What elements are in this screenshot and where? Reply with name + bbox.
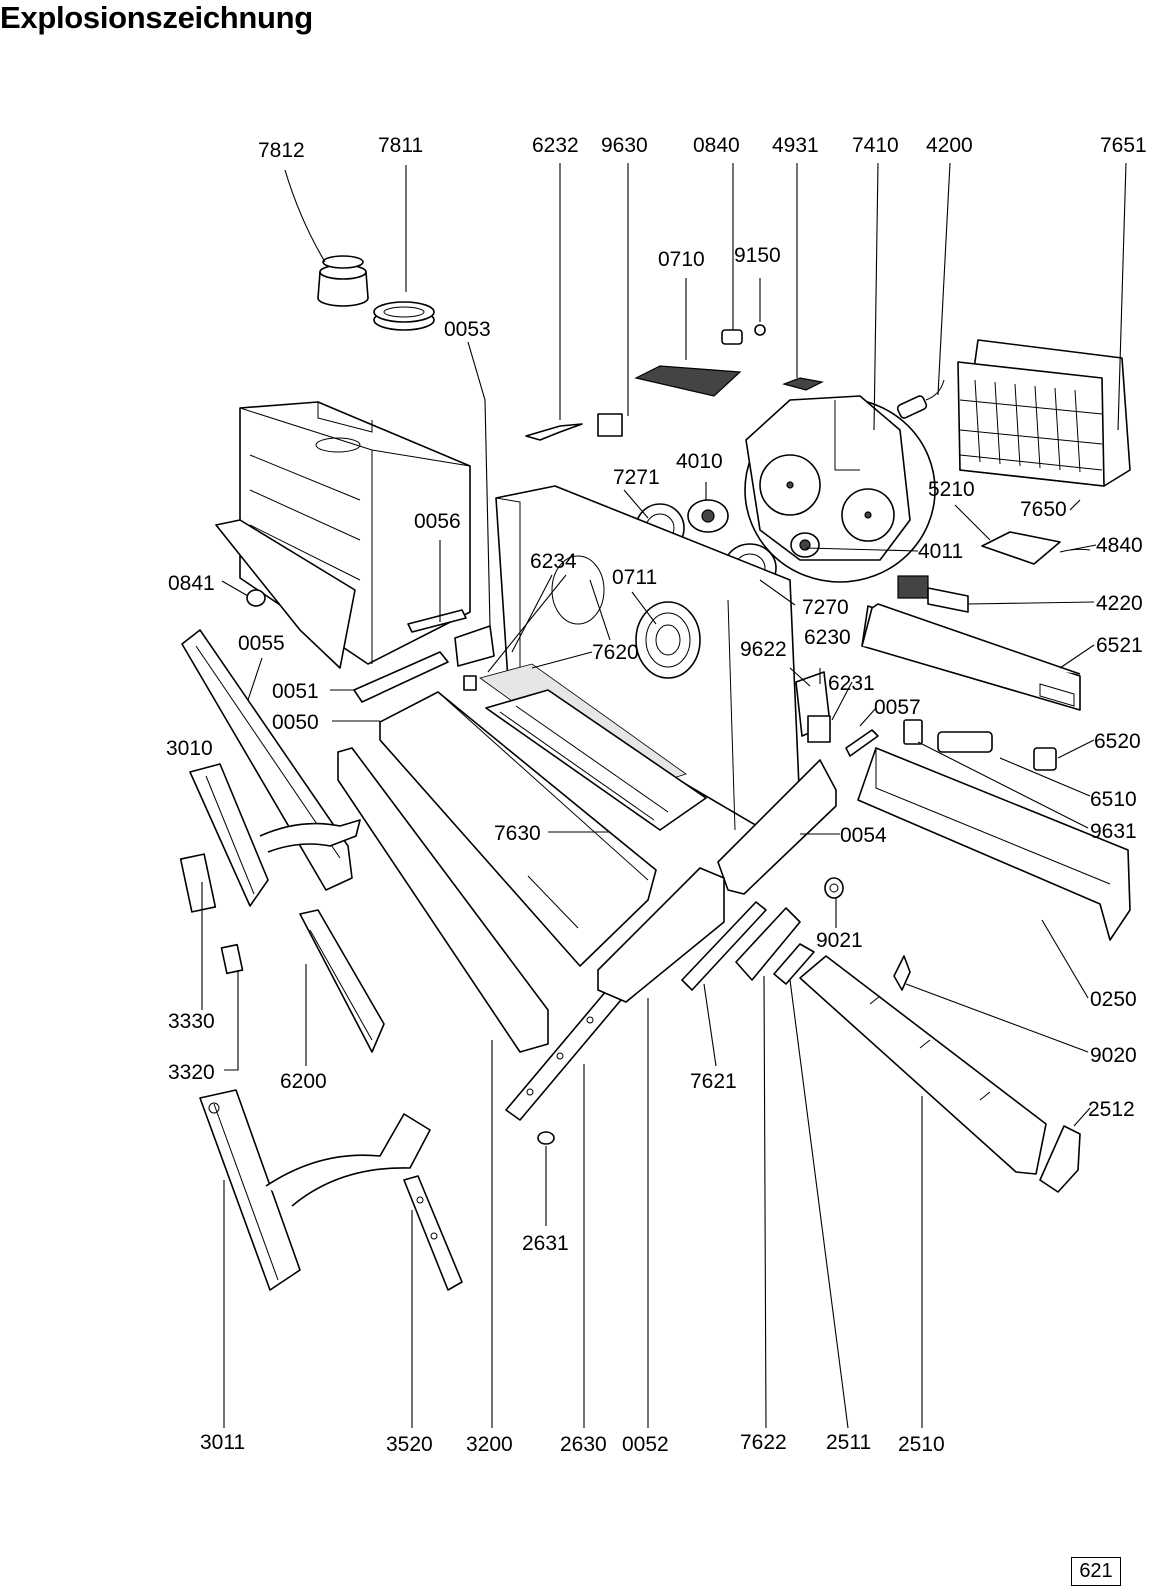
label-6232: 6232 — [532, 134, 579, 157]
page-number-box: 621 — [1071, 1557, 1121, 1586]
label-4011: 4011 — [918, 540, 963, 563]
part-housing-box — [215, 401, 471, 669]
label-9622: 9622 — [740, 638, 787, 661]
label-4840: 4840 — [1096, 534, 1143, 557]
label-3520: 3520 — [386, 1433, 433, 1456]
part-9630-clip — [597, 413, 623, 437]
label-7271: 7271 — [613, 466, 660, 489]
label-6520: 6520 — [1094, 730, 1141, 753]
part-0710-plate — [634, 365, 742, 397]
part-4200-plug — [896, 379, 945, 419]
label-7811: 7811 — [378, 134, 423, 157]
part-2510-glass-front — [799, 955, 1047, 1175]
part-0711-middle-panel — [495, 485, 801, 831]
label-0052: 0052 — [622, 1433, 669, 1456]
label-7812: 7812 — [258, 139, 305, 162]
label-2511: 2511 — [826, 1431, 871, 1454]
label-6230: 6230 — [804, 626, 851, 649]
part-drawings — [179, 255, 1131, 1291]
label-4931: 4931 — [772, 134, 819, 157]
part-4931-plate — [782, 377, 824, 391]
part-switch-assembly — [795, 671, 831, 743]
label-7630: 7630 — [494, 822, 541, 845]
part-6520-6510 — [903, 719, 1057, 771]
label-9021: 9021 — [816, 929, 863, 952]
part-3520-bracket — [403, 1175, 463, 1291]
label-9630: 9630 — [601, 134, 648, 157]
label-0840: 0840 — [693, 134, 740, 157]
label-0055: 0055 — [238, 632, 285, 655]
label-4200: 4200 — [926, 134, 973, 157]
part-7621-7622-2511 — [681, 901, 815, 991]
part-7812-collar — [317, 255, 369, 307]
label-0841: 0841 — [168, 572, 215, 595]
label-4220: 4220 — [1096, 592, 1143, 615]
label-6234: 6234 — [530, 550, 577, 573]
label-0710: 0710 — [658, 248, 705, 271]
part-0052-box-bar — [597, 867, 725, 1003]
label-7651: 7651 — [1100, 134, 1147, 157]
part-7811-ring — [373, 301, 435, 331]
label-2630: 2630 — [560, 1433, 607, 1456]
part-9020-clip — [893, 955, 911, 991]
label-3330: 3330 — [168, 1010, 215, 1033]
label-3011: 3011 — [200, 1431, 245, 1454]
label-3200: 3200 — [466, 1433, 513, 1456]
part-0250-front-rail — [857, 747, 1131, 941]
label-0050: 0050 — [272, 711, 319, 734]
part-4220-transformer — [897, 575, 969, 613]
part-6200-strip — [299, 909, 385, 1053]
label-2631: 2631 — [522, 1232, 569, 1255]
part-0054-sidebar — [717, 759, 837, 895]
label-0056: 0056 — [414, 510, 461, 533]
leader-lines — [201, 162, 1127, 1429]
label-5210: 5210 — [928, 478, 975, 501]
label-4010: 4010 — [676, 450, 723, 473]
part-slats — [353, 609, 879, 967]
label-3320: 3320 — [168, 1061, 215, 1084]
label-0250: 0250 — [1090, 988, 1137, 1011]
label-3010: 3010 — [166, 737, 213, 760]
label-7650: 7650 — [1020, 498, 1067, 521]
label-0053: 0053 — [444, 318, 491, 341]
part-7410-fan-housing — [744, 395, 936, 583]
label-2510: 2510 — [898, 1433, 945, 1456]
label-9150: 9150 — [734, 244, 781, 267]
label-0051: 0051 — [272, 680, 319, 703]
part-5210-pcb — [981, 531, 1061, 565]
part-7620-grease-filter — [479, 663, 707, 831]
part-2631-cap — [537, 1131, 555, 1145]
label-7410: 7410 — [852, 134, 899, 157]
label-6510: 6510 — [1090, 788, 1137, 811]
part-0055-long-rail — [181, 629, 353, 891]
page-title: Explosionszeichnung — [0, 0, 313, 35]
label-7621: 7621 — [690, 1070, 737, 1093]
part-3200-long-bar — [337, 747, 549, 1053]
part-0841-button — [246, 589, 266, 607]
part-6521-control-tray — [861, 603, 1081, 711]
label-0054: 0054 — [840, 824, 887, 847]
label-6200: 6200 — [280, 1070, 327, 1093]
part-number-labels: 7812 7811 6232 9630 0840 4931 7410 4200 … — [166, 134, 1147, 1456]
part-3010-handle — [189, 763, 361, 907]
part-3330-block — [179, 853, 217, 913]
part-3320-block — [220, 943, 244, 975]
part-9021-nut — [824, 877, 844, 899]
part-3011-large-handle — [199, 1089, 431, 1291]
part-0840-knob — [721, 324, 766, 345]
label-0057: 0057 — [874, 696, 921, 719]
label-7622: 7622 — [740, 1431, 787, 1454]
part-7650-filter-cassette — [957, 339, 1131, 487]
part-6232-bracket — [525, 423, 583, 441]
label-7620: 7620 — [592, 641, 639, 664]
label-9631: 9631 — [1090, 820, 1137, 843]
part-2512-endcap — [1039, 1125, 1081, 1193]
label-9020: 9020 — [1090, 1044, 1137, 1067]
label-0711: 0711 — [612, 566, 657, 589]
label-7270: 7270 — [802, 596, 849, 619]
label-2512: 2512 — [1088, 1098, 1135, 1121]
label-6521: 6521 — [1096, 634, 1143, 657]
label-6231: 6231 — [828, 672, 875, 695]
